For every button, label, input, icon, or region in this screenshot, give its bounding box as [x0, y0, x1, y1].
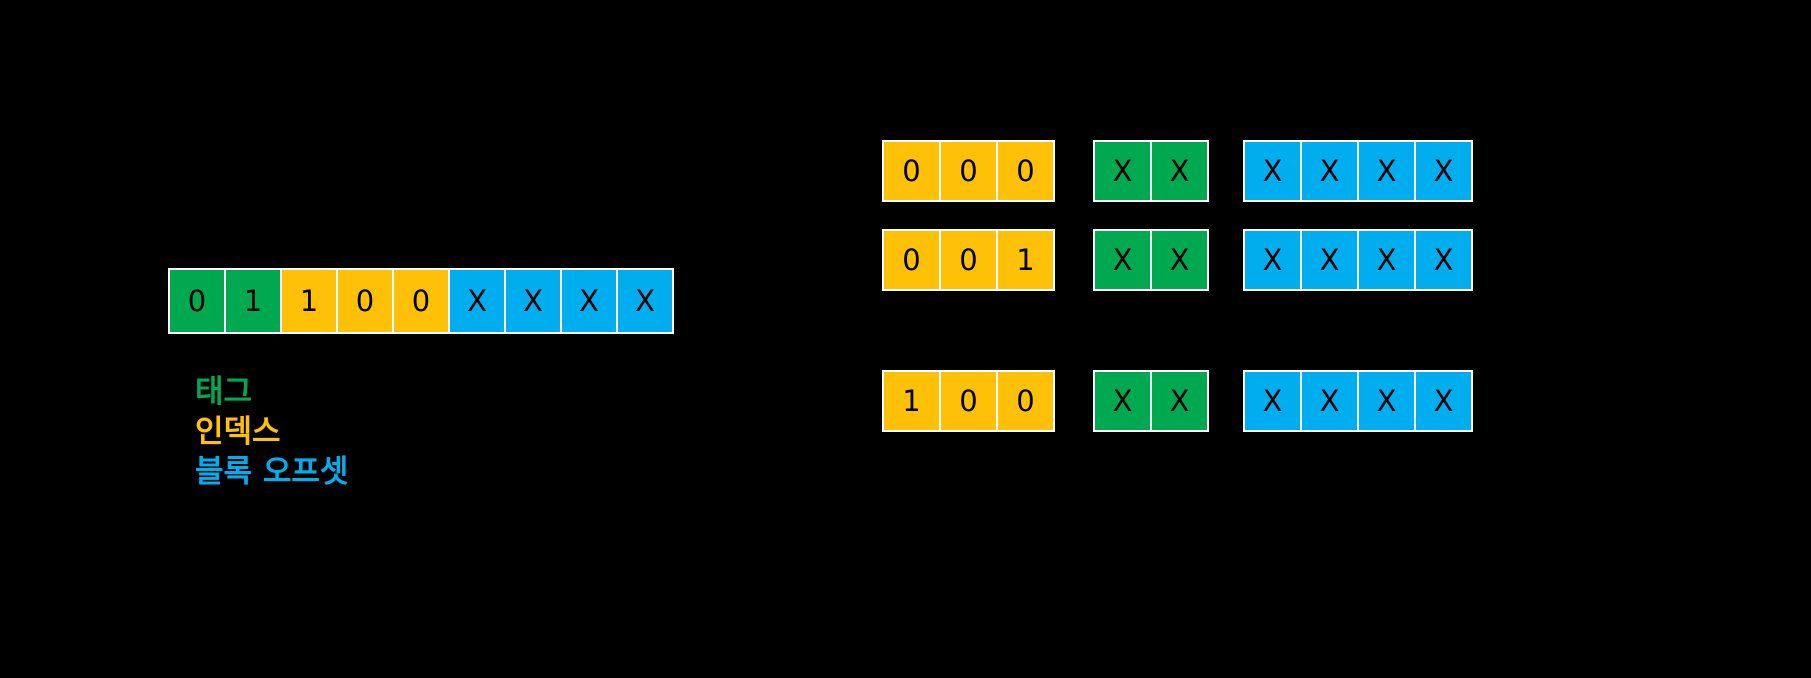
address-bit-block-offset-6: X [504, 268, 562, 334]
address-bit-block-offset-7: X [560, 268, 618, 334]
cache-index-bit-1: 0 [939, 140, 998, 202]
cache-block-byte-2: X [1357, 229, 1416, 291]
address-bit-index-4: 0 [392, 268, 450, 334]
legend-item-index: 인덱스 [195, 414, 281, 450]
cache-tag-bit-0: X [1093, 370, 1152, 432]
cache-block-byte-2: X [1357, 370, 1416, 432]
cache-tag-bit-0: X [1093, 140, 1152, 202]
cache-index-bit-0: 0 [882, 229, 941, 291]
address-bit-block-offset-8: X [616, 268, 674, 334]
legend-item-block-offset: 블록 오프셋 [195, 454, 349, 490]
cache-index-bit-2: 0 [996, 370, 1055, 432]
address-bit-tag-0: 0 [168, 268, 226, 334]
cache-index-bit-1: 0 [939, 370, 998, 432]
cache-block-byte-1: X [1300, 370, 1359, 432]
cache-block-byte-2: X [1357, 140, 1416, 202]
address-bit-tag-1: 1 [224, 268, 282, 334]
cache-block-byte-0: X [1243, 140, 1302, 202]
cache-index-bit-0: 0 [882, 140, 941, 202]
cache-block-byte-1: X [1300, 140, 1359, 202]
cache-index-bit-2: 0 [996, 140, 1055, 202]
cache-tag-bit-0: X [1093, 229, 1152, 291]
cache-block-byte-3: X [1414, 140, 1473, 202]
cache-tag-bit-1: X [1150, 140, 1209, 202]
cache-block-byte-3: X [1414, 370, 1473, 432]
cache-index-bit-2: 1 [996, 229, 1055, 291]
cache-tag-bit-1: X [1150, 229, 1209, 291]
cache-block-byte-0: X [1243, 229, 1302, 291]
cache-block-byte-3: X [1414, 229, 1473, 291]
cache-index-bit-0: 1 [882, 370, 941, 432]
cache-block-byte-0: X [1243, 370, 1302, 432]
cache-index-bit-1: 0 [939, 229, 998, 291]
cache-tag-bit-1: X [1150, 370, 1209, 432]
cache-block-byte-1: X [1300, 229, 1359, 291]
legend-item-tag: 태그 [195, 374, 253, 410]
address-bit-block-offset-5: X [448, 268, 506, 334]
address-bit-index-2: 1 [280, 268, 338, 334]
address-bit-index-3: 0 [336, 268, 394, 334]
